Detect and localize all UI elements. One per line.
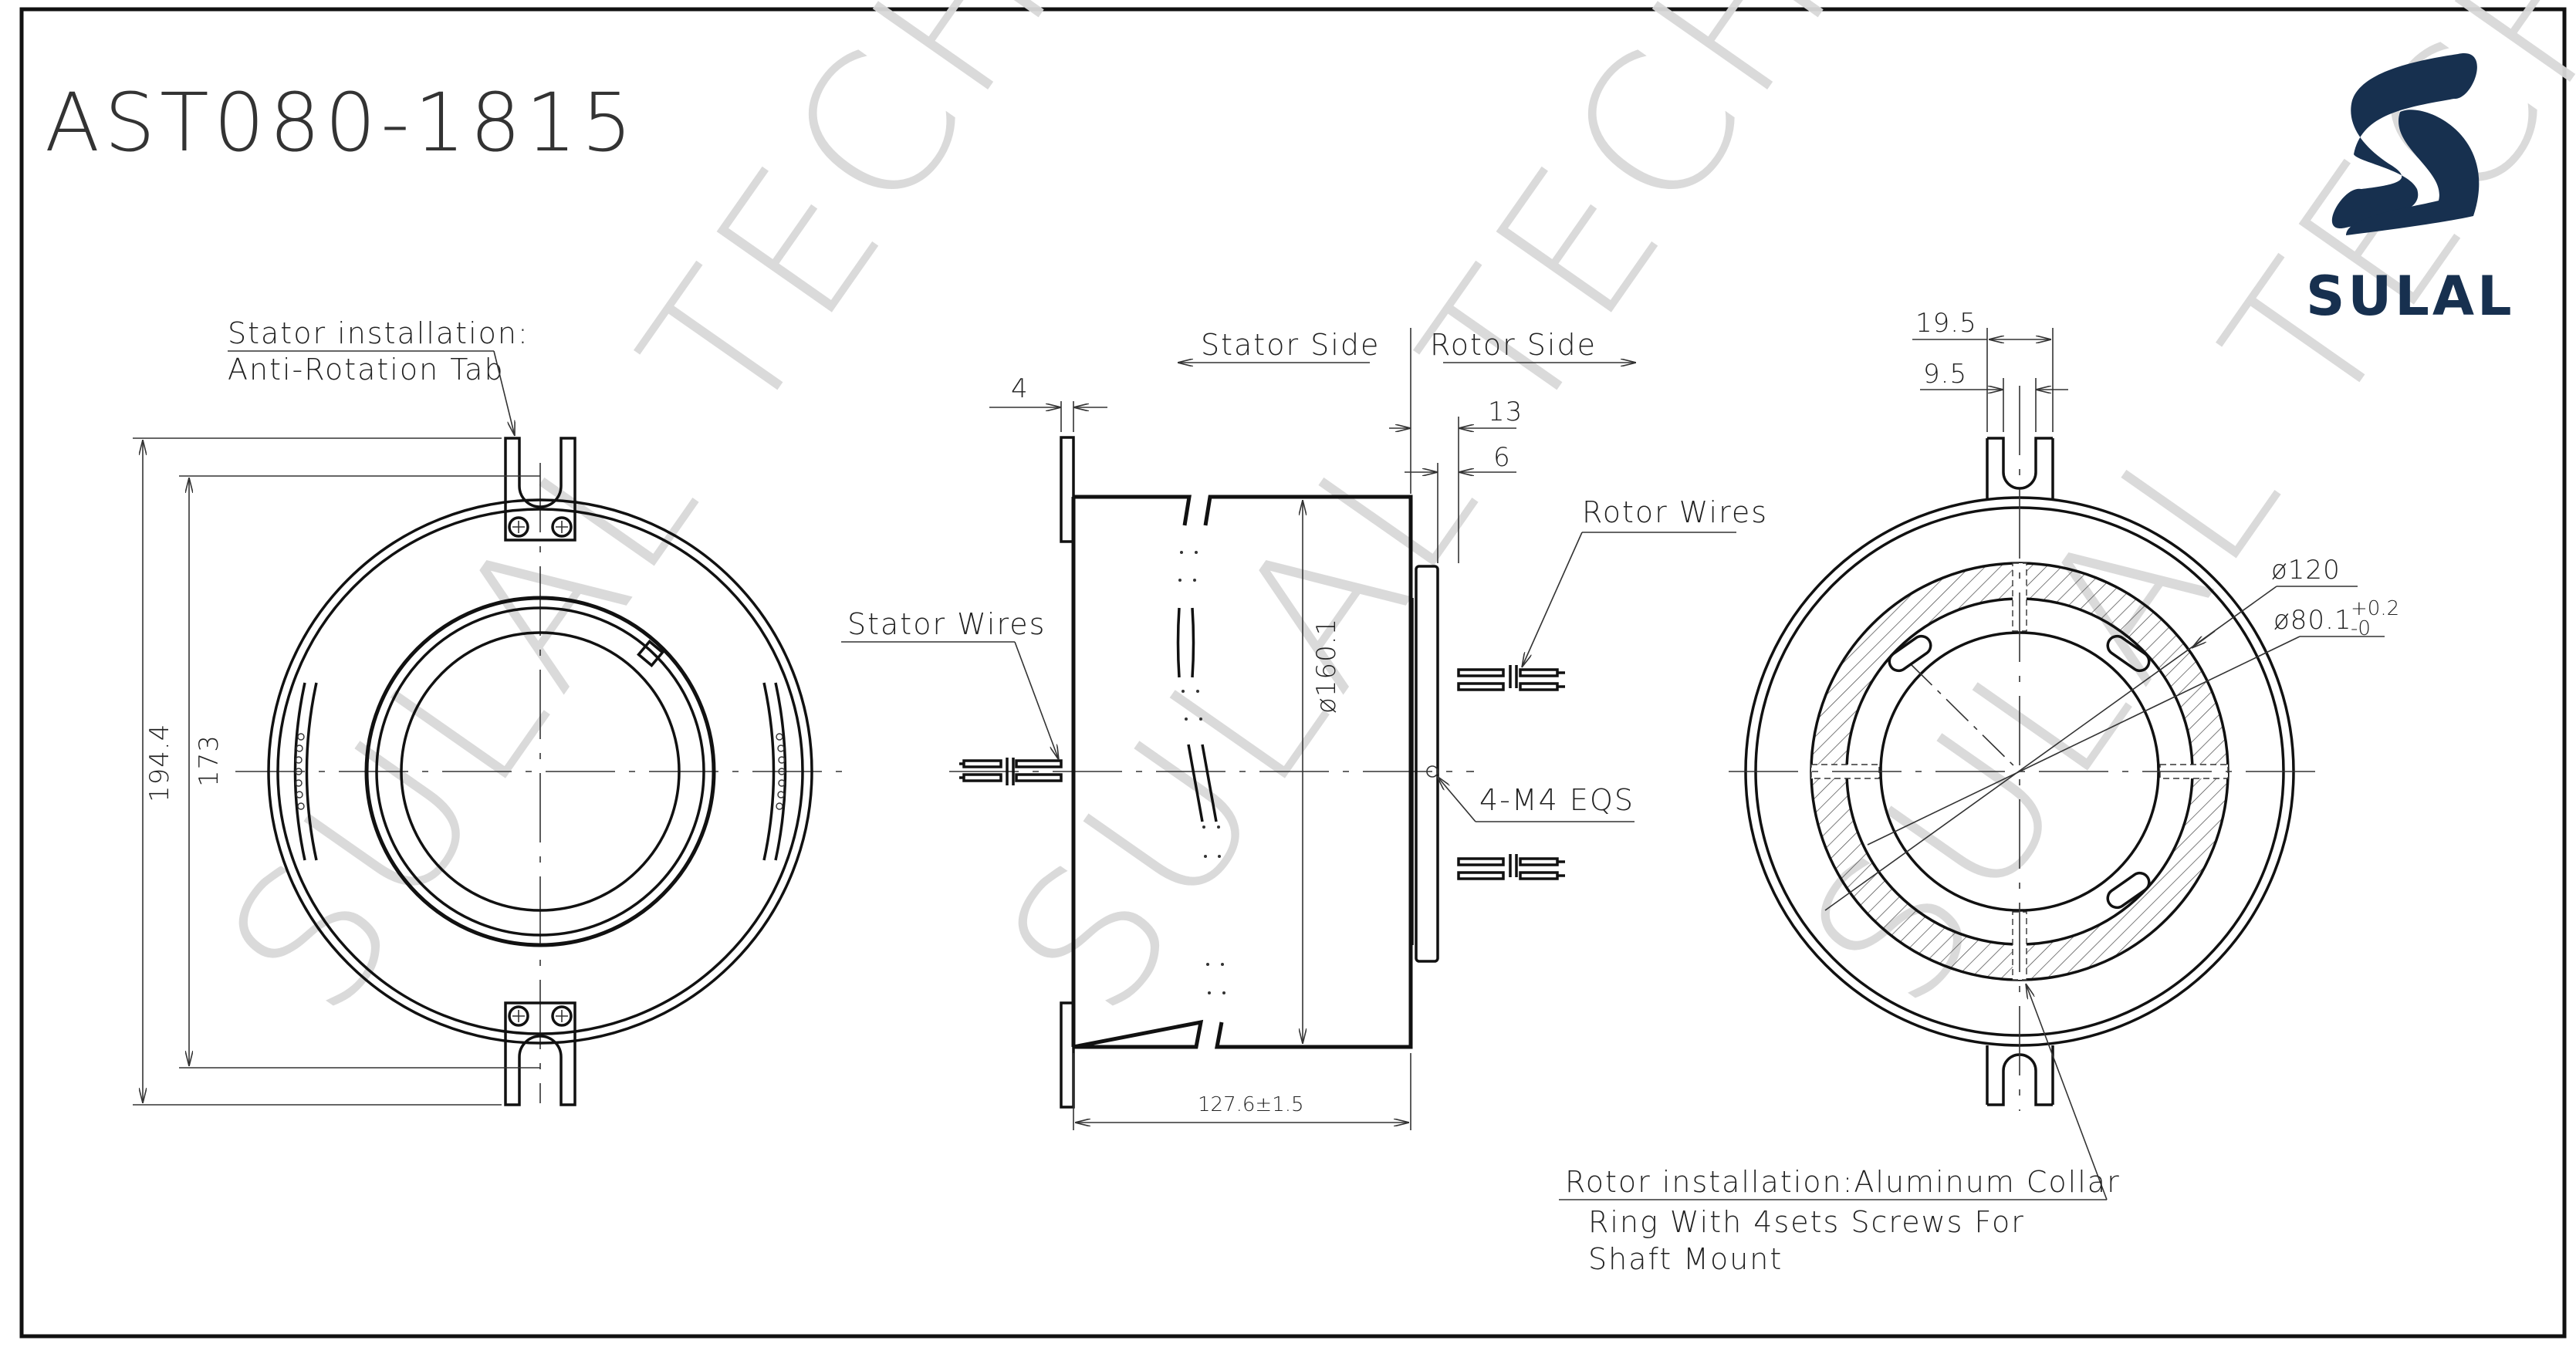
callout-stator-installation-line1: Stator installation:	[228, 316, 529, 350]
dim-bore-tolerance-lower: -0	[2351, 617, 2371, 640]
label-stator-side: Stator Side	[1201, 328, 1380, 362]
brand-logo: SULAL	[2306, 53, 2515, 328]
dim-tab-width: 19.5	[1915, 308, 1977, 339]
dim-body-diameter: ø160.1	[1311, 618, 1342, 714]
dim-flange-thickness: 4	[1011, 373, 1029, 404]
dim-collar-width: 6	[1493, 442, 1511, 473]
stylized-s-logo-icon	[2331, 53, 2480, 235]
callout-stator-wires: Stator Wires	[847, 607, 1046, 641]
dim-slot-width: 9.5	[1923, 359, 1967, 390]
sheet-border	[19, 7, 2567, 1339]
dim-rotor-offset: 13	[1488, 397, 1523, 427]
anti-rotation-tab-top	[504, 437, 576, 542]
anti-rotation-tab-bottom	[504, 1001, 576, 1106]
front-view-stator: 194.4 173 Stator installation: Anti-Rota…	[133, 316, 849, 1106]
callout-rotor-installation-line2: Ring With 4sets Screws For	[1588, 1205, 2025, 1239]
callout-rotor-wires: Rotor Wires	[1582, 495, 1768, 529]
callout-rotor-installation-line3: Shaft Mount	[1588, 1242, 1783, 1276]
side-view: Stator Side Rotor Side 4 13 6 ø160.1 127…	[841, 328, 1768, 1130]
dim-bore-tolerance-upper: +0.2	[2351, 597, 2399, 620]
dim-bore-diameter: ø80.1	[2273, 605, 2352, 636]
dim-tab-span: 173	[194, 734, 225, 787]
callout-screws: 4-M4 EQS	[1479, 783, 1635, 817]
rotor-wires	[1457, 665, 1565, 880]
label-rotor-side: Rotor Side	[1430, 328, 1597, 362]
model-title: AST080-1815	[45, 76, 637, 170]
rotor-brush-slots	[1888, 634, 2151, 910]
dim-overall-length: 127.6±1.5	[1198, 1093, 1304, 1116]
dim-collar-diameter: ø120	[2271, 555, 2341, 586]
front-view-rotor: ø120 ø80.1 +0.2 -0 19.5 9.5 Rotor instal…	[1559, 308, 2399, 1276]
dim-overall-height: 194.4	[144, 724, 175, 802]
stator-wires	[959, 758, 1063, 785]
callout-stator-installation-line2: Anti-Rotation Tab	[228, 353, 505, 387]
brand-name: SULAL	[2306, 265, 2515, 328]
callout-rotor-installation-line1: Rotor installation:Aluminum Collar	[1565, 1165, 2121, 1199]
